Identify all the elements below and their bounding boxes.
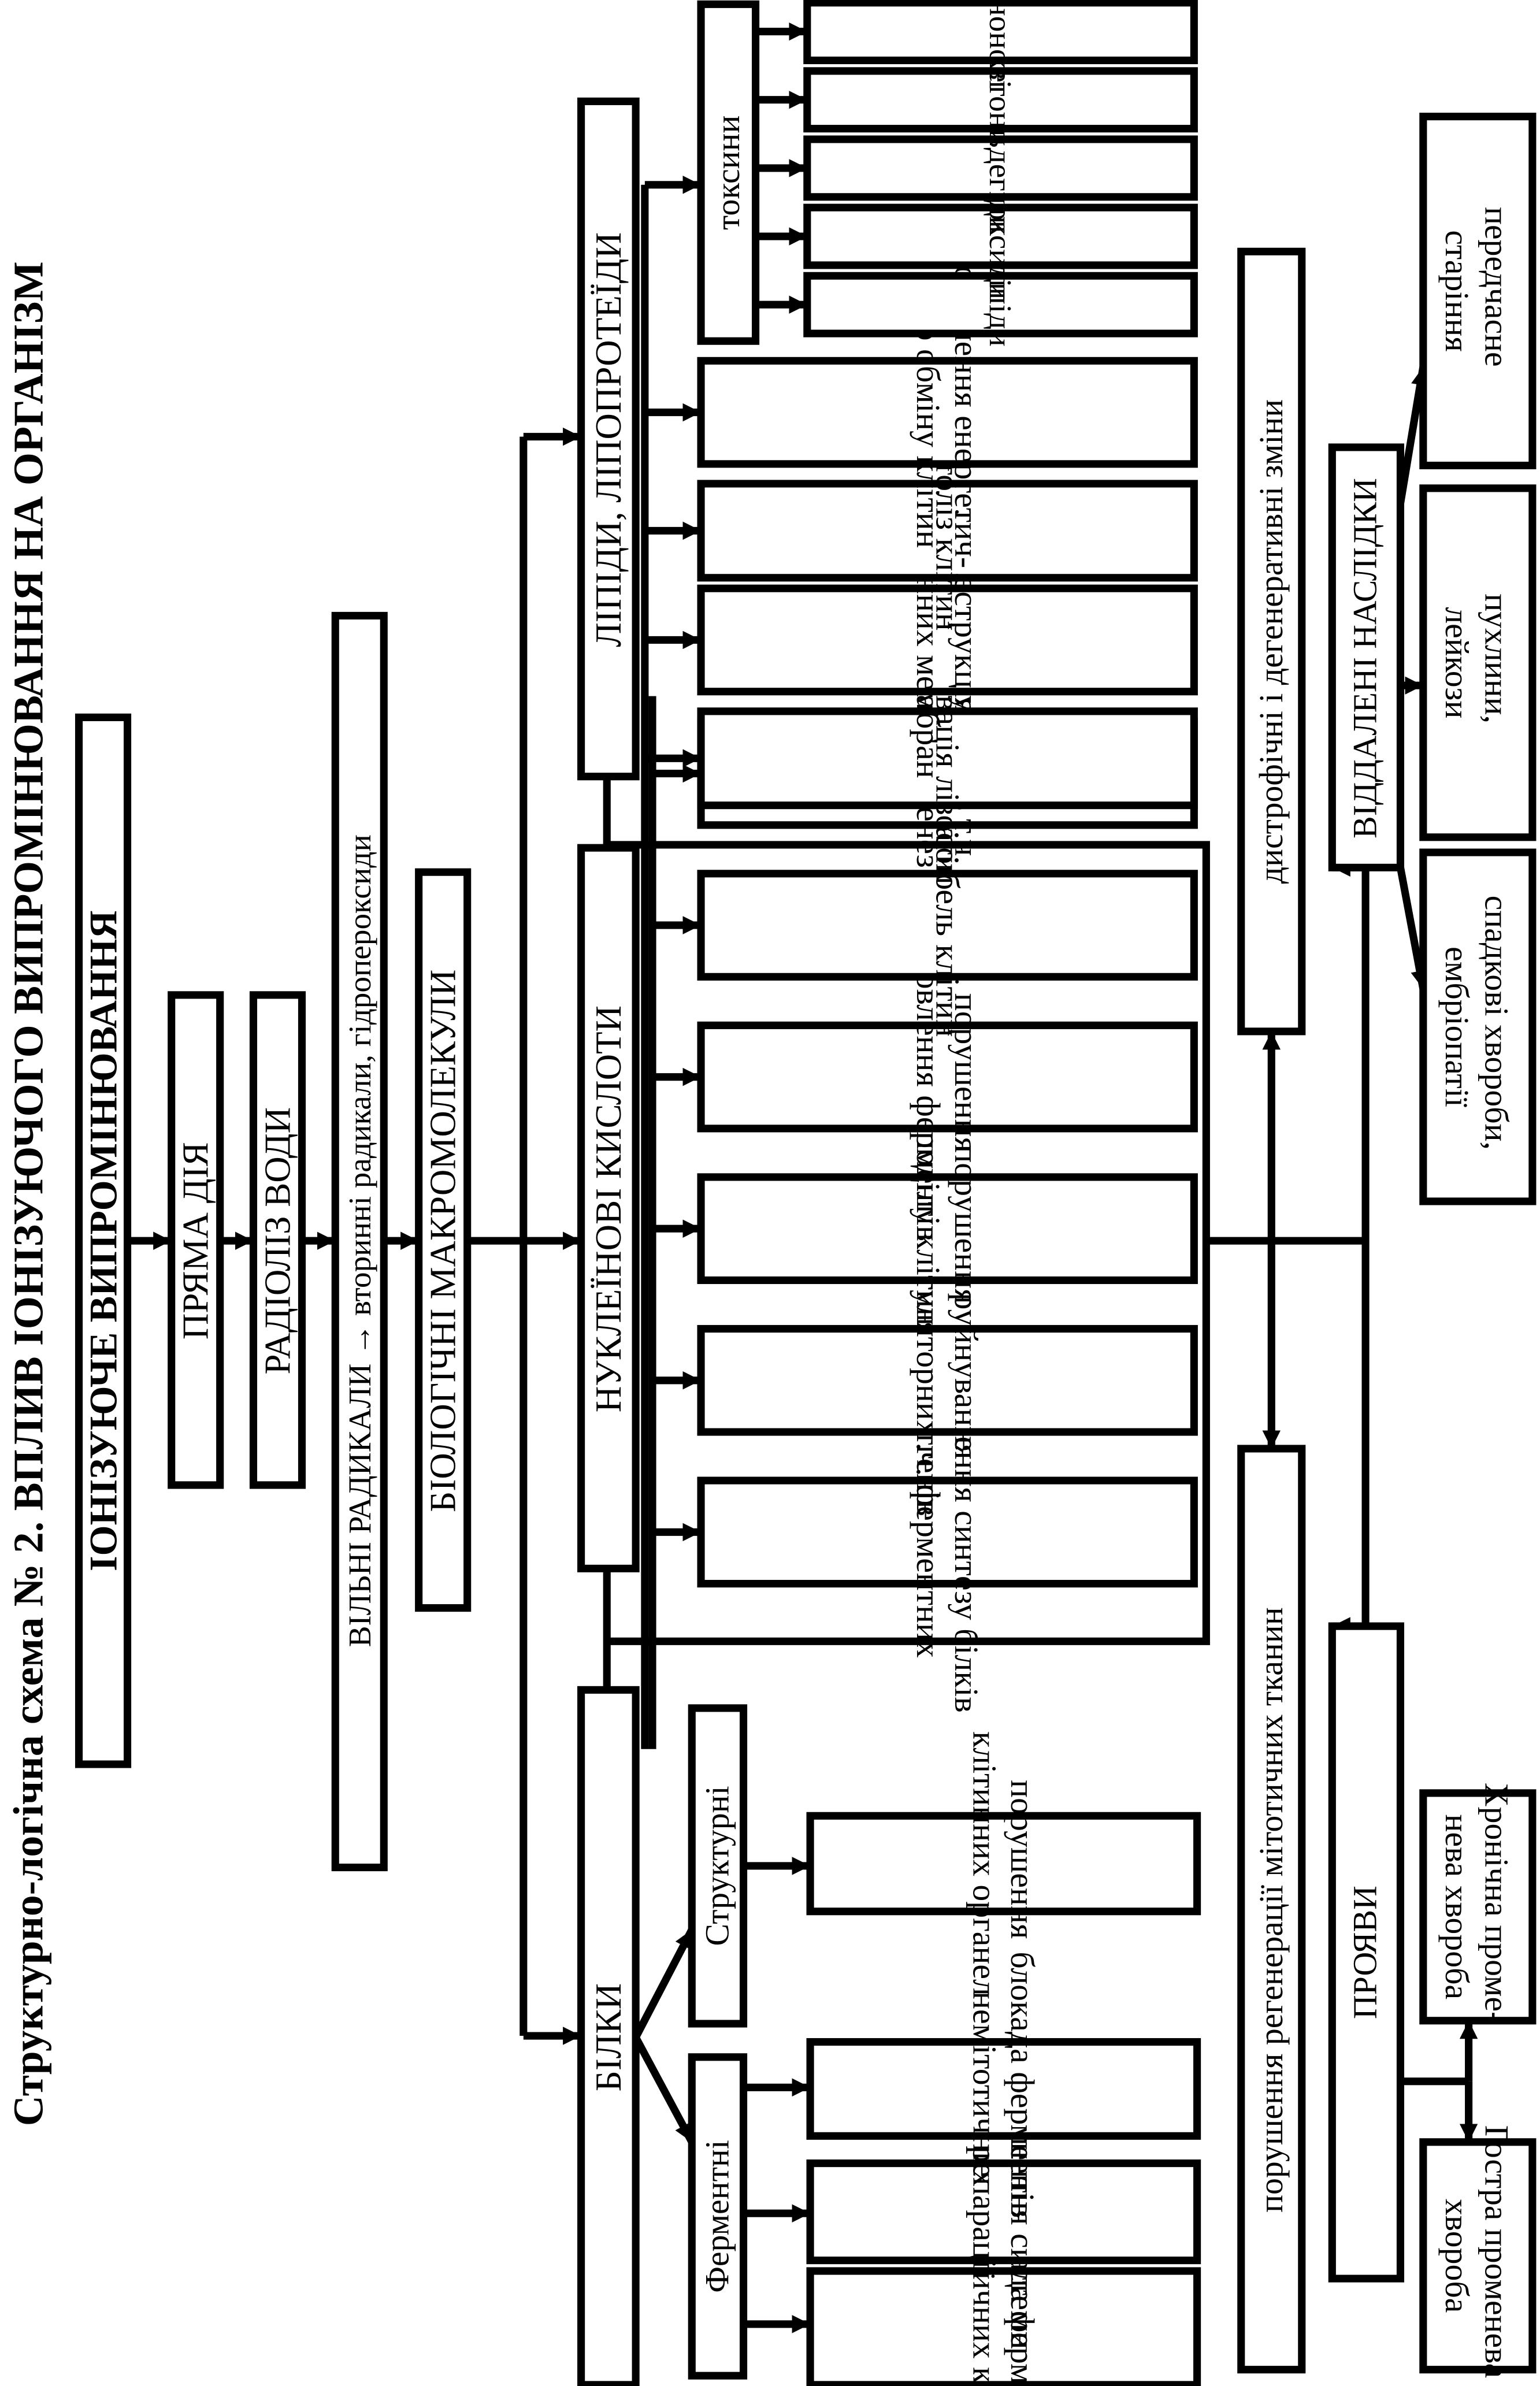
- water-radiolysis-label: РАДІОЛІЗ ВОДИ: [257, 1107, 298, 1375]
- nucleic-item-3-line-1: порушення: [948, 1145, 984, 1304]
- acute-line-2: хвороба: [1438, 2199, 1475, 2313]
- remote-label: ВІДДАЛЕНІ НАСЛІДКИ: [1348, 478, 1384, 838]
- chronic-box: [1419, 1789, 1537, 2025]
- acute-label: Гостра променева хвороба: [1438, 2125, 1514, 2386]
- aging-label: передчасне старіння: [1438, 207, 1514, 375]
- aging-box: [1419, 113, 1537, 470]
- nucleic-item-2-line-2: регуляторних генів: [910, 1245, 946, 1516]
- nucleic-acids-label: НУКЛЕЇНОВІ КИСЛОТИ: [588, 1005, 629, 1412]
- structural-item-1: порушення клітинних органел: [806, 1731, 1201, 1996]
- lipids-item-2: деструкція клітинних мембран: [697, 502, 1198, 778]
- tumors-line-1: пухлини,: [1478, 593, 1514, 723]
- direct-action-label: ПРЯМА ДІЯ: [176, 1142, 216, 1339]
- remote-box: [1328, 443, 1405, 871]
- nucleic-item-2: руйнування регуляторних генів: [697, 1245, 1198, 1516]
- diagram-title: Структурно-логічна схема № 2. ВПЛИВ ІОНІ…: [5, 261, 52, 2126]
- hereditary-box: [1419, 848, 1537, 1205]
- nucleic-item-2-line-1: руйнування: [948, 1293, 984, 1459]
- structural-label: Структурні: [699, 1786, 736, 1946]
- proteins-label: БІЛКИ: [588, 1983, 629, 2091]
- enzymatic-item-2-line-2: репарації: [966, 2146, 1002, 2278]
- enzymatic-label: Ферментні: [699, 2140, 736, 2293]
- toxin-item-1-label: ліпіди: [983, 263, 1018, 347]
- toxin-item-5-label: хінонові: [983, 0, 1018, 89]
- chronic-line-2: нева хвороба: [1438, 1814, 1475, 2000]
- macromolecules-label: БІОЛОГІЧНІ МАКРОМОЛЕКУЛИ: [423, 970, 463, 1512]
- toxins-box: [697, 0, 760, 345]
- manifestations-label: ПРОЯВИ: [1348, 1886, 1384, 2019]
- enzymatic-item-3: блокада ферментів немітотичних: [806, 1951, 1201, 2226]
- lipids-item-1: активація лізосом: [697, 632, 1198, 885]
- acute-line-1: Гостра променева: [1478, 2125, 1514, 2378]
- structural-item-1-line-2: клітинних органел: [966, 1731, 1002, 1996]
- aging-line-2: старіння: [1438, 230, 1475, 351]
- svg-text:руйнування регулятор: руйнування регуляторних генів: [910, 1245, 984, 1516]
- arrow-proteins-enzymatic: [632, 2035, 696, 2144]
- acute-box: [1419, 2138, 1537, 2374]
- manifestations-box: [1328, 1622, 1405, 2283]
- hereditary-line-1: спадкові хвороби,: [1478, 896, 1514, 1150]
- structural-item-1-line-1: порушення: [1004, 1780, 1040, 1939]
- lipids-label: ЛІПІДИ, ЛІПОПРОТЕЇДИ: [588, 232, 629, 647]
- toxin-item-1: ліпіди: [803, 263, 1198, 347]
- nucleic-item-3: порушення поділу клітин: [697, 1131, 1198, 1326]
- svg-text:порушення клітинних: порушення клітинних органел: [966, 1731, 1040, 1996]
- svg-text:загибель клітин: загибель клітин: [929, 814, 966, 1037]
- nucleic-item-5: загибель клітин: [697, 814, 1198, 1037]
- enzymatic-item-3-line-1: блокада ферментів: [1004, 1951, 1040, 2218]
- toxins-label: токсини: [710, 116, 747, 230]
- tumors-box: [1419, 484, 1537, 841]
- nucleic-item-1-line-2: в т.ч. ферментних: [910, 1407, 946, 1658]
- ionizing-radiation-label: ІОНІЗУЮЧЕ ВИПРОМІНЮВАННЯ: [81, 910, 125, 1571]
- nucleic-item-5-line-1: загибель клітин: [929, 814, 966, 1037]
- chronic-label: Хронічна проме- нева хвороба: [1438, 1783, 1514, 2031]
- lipids-box: [577, 97, 640, 781]
- svg-text:блокада ферментів не: блокада ферментів немітотичних: [966, 1951, 1040, 2226]
- hereditary-label: спадкові хвороби, ембріопатії: [1438, 896, 1514, 1159]
- toxin-item-5: хінонові: [803, 0, 1198, 89]
- chronic-line-1: Хронічна проме-: [1478, 1783, 1514, 2023]
- arrow-proteins-structural: [632, 1928, 696, 2039]
- nucleic-item-4-line-1: порушення: [948, 993, 984, 1152]
- regeneration-label: порушення регенерації мітотичних тканин: [1253, 1607, 1290, 2212]
- nucleic-item-3-line-2: поділу клітин: [910, 1131, 946, 1326]
- tumors-label: пухлини, лейкози: [1438, 593, 1514, 732]
- dystrophic-label: дистрофічні і дегенеративні зміни: [1253, 399, 1290, 884]
- toxin-item-4: кетони: [803, 54, 1198, 146]
- toxin-item-4-label: кетони: [983, 54, 1018, 146]
- aging-line-1: передчасне: [1478, 207, 1514, 367]
- enzymatic-item-3-line-2: немітотичних: [966, 1991, 1002, 2187]
- hereditary-line-2: ембріопатії: [1438, 947, 1475, 1107]
- arrow-to-hereditary: [1396, 867, 1429, 990]
- arrow-to-aging: [1396, 366, 1430, 504]
- lipids-item-2-line-1: деструкція: [948, 559, 984, 713]
- free-radicals-label: ВІЛЬНІ РАДИКАЛИ → вторинні радикали, гід…: [342, 834, 377, 1647]
- free-radicals-box: [331, 611, 388, 1872]
- svg-text:порушення поділу клі: порушення поділу клітин: [910, 1131, 984, 1326]
- tumors-line-2: лейкози: [1438, 607, 1475, 718]
